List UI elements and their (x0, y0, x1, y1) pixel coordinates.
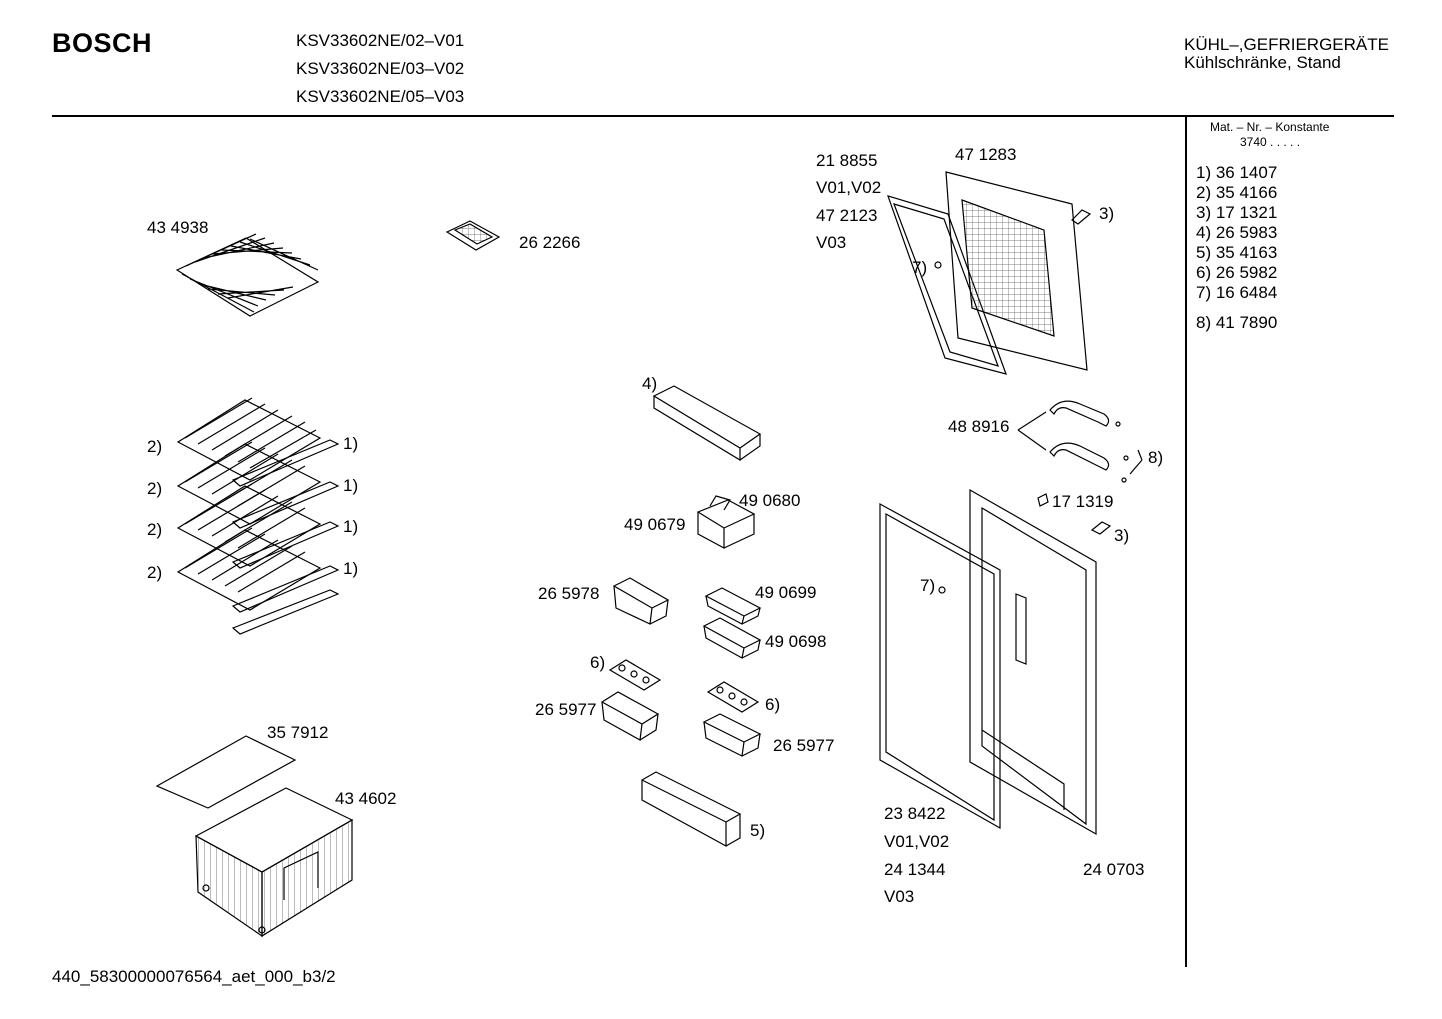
part-label: 47 2123 (816, 206, 878, 225)
part-label: 23 8422 (884, 804, 946, 823)
part-label: 49 0679 (624, 515, 686, 534)
part-ref: 1) (343, 517, 359, 536)
category-title: KÜHL–,GEFRIERGERÄTE (1184, 35, 1389, 54)
door-shelf-upper (652, 385, 762, 462)
part-ref: 8) (1148, 448, 1164, 467)
legend-item: 4) 26 5983 (1196, 223, 1278, 242)
part-label: 17 1319 (1052, 492, 1114, 511)
model-number-1: KSV33602NE/02–V01 (296, 31, 465, 50)
part-ref: 6) (590, 653, 606, 672)
freezer-door (887, 171, 1092, 375)
door-bins (600, 577, 762, 848)
part-ref: 4) (642, 374, 658, 393)
part-label: 43 4938 (147, 218, 209, 237)
part-ref: 2) (147, 563, 163, 582)
legend-divider (1185, 115, 1187, 967)
door-handles (1017, 400, 1143, 483)
part-label: 26 5978 (538, 584, 600, 603)
part-ref: 5) (750, 821, 766, 840)
part-variant: V01,V02 (884, 832, 950, 851)
part-label: 49 0680 (739, 491, 801, 510)
part-label: 26 2266 (519, 233, 581, 252)
legend-item: 5) 35 4163 (1196, 243, 1278, 262)
part-label: 24 1344 (884, 860, 946, 879)
legend-item: 6) 26 5982 (1196, 263, 1278, 282)
part-variant: V01,V02 (816, 178, 882, 197)
part-ref: 2) (147, 479, 163, 498)
part-label: 49 0698 (765, 632, 827, 651)
part-ref: 6) (765, 695, 781, 714)
legend-item: 8) 41 7890 (1196, 313, 1278, 332)
part-ref: 2) (147, 520, 163, 539)
part-label: 26 5977 (773, 736, 835, 755)
fridge-door (879, 488, 1112, 836)
wire-shelf-top (175, 233, 320, 317)
legend-item: 3) 17 1321 (1196, 203, 1278, 222)
part-ref: 7) (912, 258, 928, 277)
legend-item: 1) 36 1407 (1196, 163, 1278, 182)
part-ref: 1) (343, 559, 359, 578)
part-ref: 1) (343, 434, 359, 453)
document-footer: 440_58300000076564_aet_000_b3/2 (52, 967, 336, 986)
part-ref: 1) (343, 476, 359, 495)
part-variant: V03 (816, 233, 847, 252)
part-label: 47 1283 (955, 145, 1017, 164)
part-label: 48 8916 (948, 417, 1010, 436)
part-ref: 7) (920, 576, 936, 595)
brand-logo: BOSCH (52, 28, 153, 58)
model-number-2: KSV33602NE/03–V02 (296, 59, 465, 78)
part-label: 21 8855 (816, 151, 878, 170)
legend-header: Mat. – Nr. – Konstante (1210, 120, 1330, 134)
glass-shelves-stack (176, 397, 340, 635)
part-variant: V03 (884, 887, 915, 906)
category-subtitle: Kühlschränke, Stand (1184, 53, 1341, 72)
part-ref: 3) (1114, 526, 1130, 545)
glass-shelf-crisper (155, 735, 354, 938)
ice-tray (445, 220, 501, 251)
butter-box (696, 495, 756, 550)
header-divider (52, 115, 1394, 117)
part-label: 49 0699 (755, 583, 817, 602)
model-number-3: KSV33602NE/05–V03 (296, 87, 465, 106)
part-ref: 2) (147, 437, 163, 456)
part-label: 43 4602 (335, 789, 397, 808)
part-label: 26 5977 (535, 700, 597, 719)
legend-constant: 3740 . . . . . (1240, 135, 1301, 149)
part-ref: 3) (1099, 204, 1115, 223)
legend-item: 7) 16 6484 (1196, 283, 1278, 302)
legend-item: 2) 35 4166 (1196, 183, 1278, 202)
part-label: 35 7912 (267, 723, 329, 742)
part-label: 24 0703 (1083, 860, 1145, 879)
